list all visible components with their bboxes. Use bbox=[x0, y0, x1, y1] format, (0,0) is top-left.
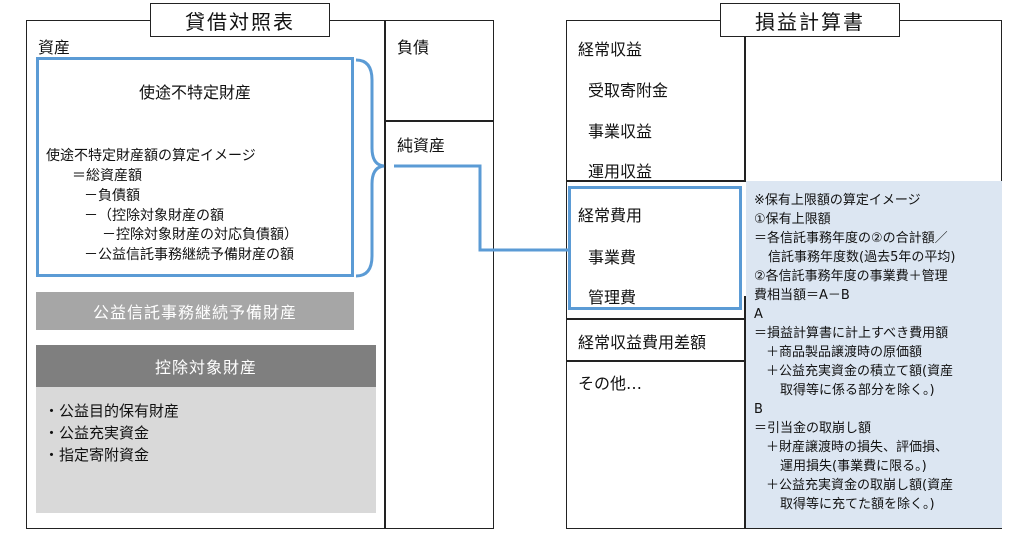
note-line: ＋公益充実資金の取崩し額(資産 bbox=[766, 478, 954, 493]
balance-sheet-divider bbox=[384, 20, 386, 529]
note-line: B bbox=[754, 402, 763, 417]
note-line: 費相当額＝A－B bbox=[754, 288, 850, 303]
balance-other-divider bbox=[566, 360, 746, 362]
note-line: ＋財産譲渡時の損失、評価損、 bbox=[766, 440, 949, 455]
net-assets-label: 純資産 bbox=[397, 136, 446, 155]
note-line: 取得等に充てた額を除く。) bbox=[780, 497, 935, 512]
deduction-item: ・指定寄附資金 bbox=[44, 446, 150, 464]
unspecified-calc-line: －公益信託事務継続予備財産の額 bbox=[84, 247, 294, 263]
note-line: ＝引当金の取崩し額 bbox=[754, 421, 872, 436]
ordinary-revenue-label: 経常収益 bbox=[578, 40, 643, 59]
note-line: 取得等に係る部分を除く。) bbox=[780, 383, 935, 398]
connector-line bbox=[394, 164, 568, 252]
assets-bracket bbox=[355, 58, 385, 278]
note-line: 信託事務年度数(過去5年の平均) bbox=[768, 250, 956, 265]
note-line: ＝各信託事務年度の②の合計額／ bbox=[754, 231, 948, 246]
note-line: ＋公益充実資金の積立て額(資産 bbox=[766, 364, 954, 379]
income-statement-divider bbox=[744, 20, 746, 180]
ordinary-expense-label: 経常費用 bbox=[578, 206, 643, 225]
expense-item: 管理費 bbox=[588, 288, 637, 307]
revenue-expense-divider bbox=[566, 180, 746, 182]
note-line: 運用損失(事業費に限る。) bbox=[780, 459, 927, 474]
revenue-item: 事業収益 bbox=[588, 122, 653, 141]
ordinary-balance-label: 経常収益費用差額 bbox=[578, 333, 707, 352]
unspecified-calc-line: －控除対象財産の対応負債額） bbox=[102, 227, 298, 243]
other-label: その他… bbox=[578, 374, 643, 393]
deduction-asset-header: 控除対象財産 bbox=[36, 345, 376, 387]
note-line: ①保有上限額 bbox=[754, 212, 831, 227]
note-line: ※保有上限額の算定イメージ bbox=[754, 193, 921, 208]
note-line: ＋商品製品譲渡時の原価額 bbox=[766, 345, 923, 360]
liabilities-label: 負債 bbox=[397, 38, 430, 57]
note-line: ＝損益計算書に計上すべき費用額 bbox=[754, 326, 949, 341]
assets-label: 資産 bbox=[38, 38, 71, 57]
balance-sheet-title: 貸借対照表 bbox=[150, 3, 330, 37]
unspecified-calc-line: ＝総資産額 bbox=[72, 168, 142, 184]
expense-item: 事業費 bbox=[588, 248, 637, 267]
income-statement-divider bbox=[744, 296, 746, 529]
upper-limit-note-panel bbox=[746, 181, 1002, 528]
note-line: A bbox=[754, 307, 763, 322]
note-line: ②各信託事務年度の事業費＋管理 bbox=[754, 269, 948, 284]
expense-balance-divider bbox=[566, 318, 746, 320]
unspecified-asset-title: 使途不特定財産 bbox=[138, 83, 251, 102]
revenue-item: 受取寄附金 bbox=[588, 81, 669, 100]
unspecified-calc-heading: 使途不特定財産額の算定イメージ bbox=[46, 148, 256, 164]
deduction-item: ・公益目的保有財産 bbox=[44, 402, 180, 420]
unspecified-calc-line: －負債額 bbox=[84, 188, 140, 204]
revenue-item: 運用収益 bbox=[588, 162, 653, 181]
reserve-asset-bar: 公益信託事務継続予備財産 bbox=[36, 292, 354, 330]
liabilities-divider bbox=[384, 120, 494, 122]
deduction-item: ・公益充実資金 bbox=[44, 424, 150, 442]
unspecified-asset-box bbox=[36, 57, 354, 277]
ordinary-expense-box bbox=[568, 186, 742, 310]
unspecified-calc-line: －（控除対象財産の額 bbox=[84, 208, 224, 224]
income-statement-title: 損益計算書 bbox=[720, 3, 900, 37]
upper-limit-note: ※保有上限額の算定イメージ ①保有上限額 ＝各信託事務年度の②の合計額／ 信託事… bbox=[754, 191, 998, 514]
